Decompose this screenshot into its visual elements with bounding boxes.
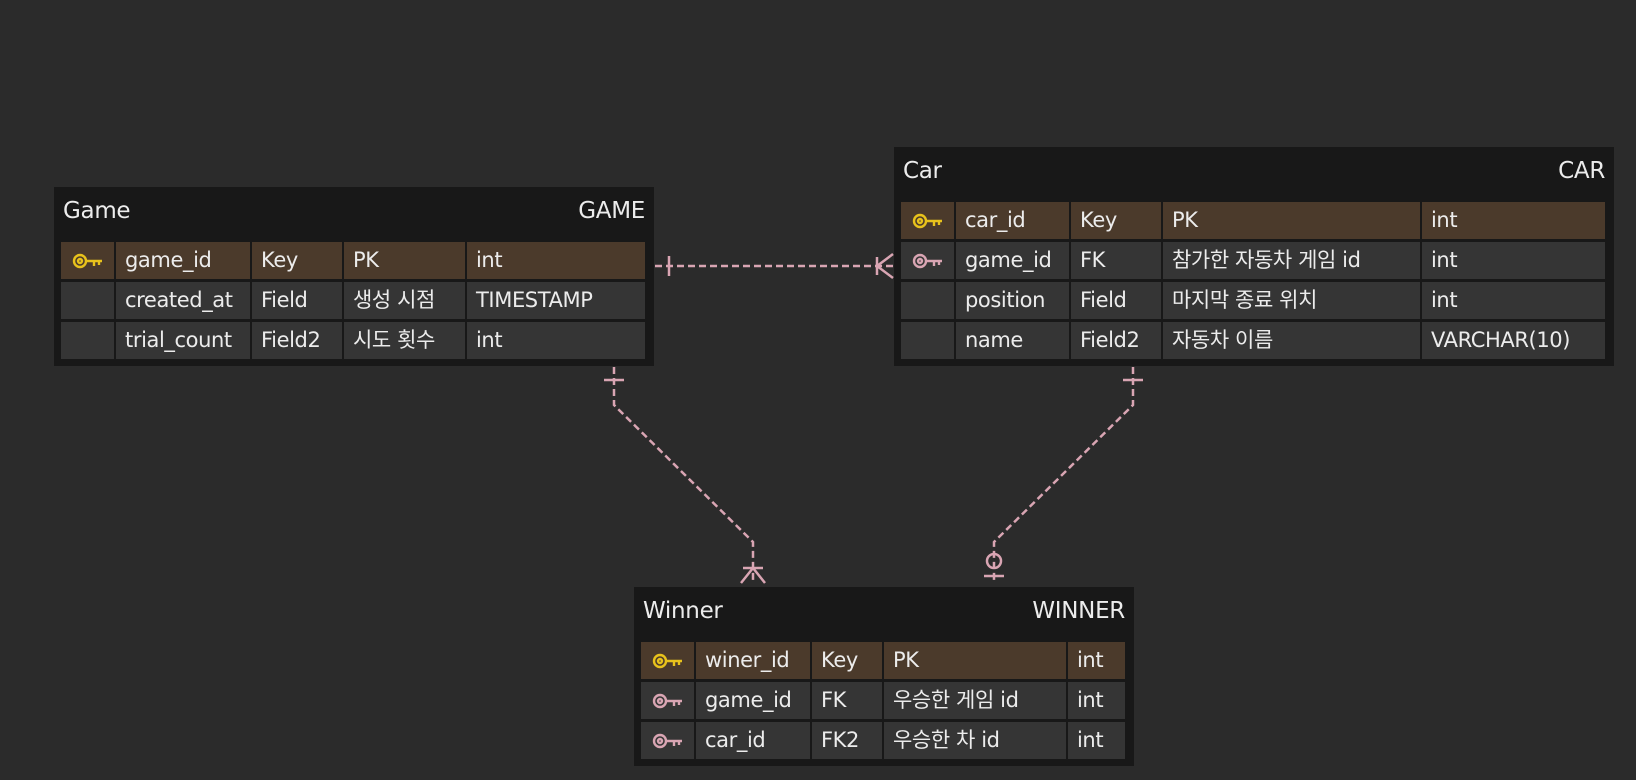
column-type: VARCHAR(10) <box>1422 322 1605 359</box>
key-type: Field2 <box>252 322 342 359</box>
row-icon-cell <box>901 242 954 279</box>
row-icon-cell <box>61 282 114 319</box>
column-name: game_id <box>956 242 1069 279</box>
column-comment: 우승한 게임 id <box>884 682 1066 719</box>
foreign-key-icon <box>911 251 945 271</box>
row-icon-cell <box>61 322 114 359</box>
relationship-car-winner-zero-mark <box>985 552 1003 570</box>
column-comment: PK <box>1163 202 1420 239</box>
column-type: int <box>1422 282 1605 319</box>
key-type: FK <box>1071 242 1161 279</box>
relationship-game-car-crowfoot <box>874 253 894 279</box>
column-name: game_id <box>696 682 810 719</box>
column-name: car_id <box>696 722 810 759</box>
row-icon-cell <box>901 322 954 359</box>
entity-table-name: GAME <box>578 198 645 224</box>
column-type: TIMESTAMP <box>467 282 645 319</box>
entity-title: Game <box>63 198 131 224</box>
key-type: Key <box>1071 202 1161 239</box>
key-type: Field2 <box>1071 322 1161 359</box>
column-type: int <box>1422 242 1605 279</box>
row-icon-cell <box>901 282 954 319</box>
column-name: position <box>956 282 1069 319</box>
column-name: winer_id <box>696 642 810 679</box>
entity-car-header[interactable]: Car CAR <box>894 147 1614 195</box>
entity-table-name: WINNER <box>1032 598 1125 624</box>
primary-key-icon <box>71 251 105 271</box>
key-type: Key <box>252 242 342 279</box>
entity-title: Winner <box>643 598 723 624</box>
column-type: int <box>1068 682 1125 719</box>
key-type: Field <box>252 282 342 319</box>
key-type: FK2 <box>812 722 882 759</box>
key-type: Field <box>1071 282 1161 319</box>
column-name: car_id <box>956 202 1069 239</box>
column-comment: PK <box>884 642 1066 679</box>
primary-key-icon <box>911 211 945 231</box>
foreign-key-icon <box>651 691 685 711</box>
column-comment: PK <box>344 242 465 279</box>
column-name: name <box>956 322 1069 359</box>
key-type: Key <box>812 642 882 679</box>
row-icon-cell <box>641 642 694 679</box>
column-type: int <box>467 322 645 359</box>
entity-table-name: CAR <box>1558 158 1605 184</box>
column-comment: 시도 횟수 <box>344 322 465 359</box>
column-comment: 참가한 자동차 게임 id <box>1163 242 1420 279</box>
column-name: game_id <box>116 242 250 279</box>
relationship-game-winner-crowfoot <box>740 565 766 584</box>
column-comment: 우승한 차 id <box>884 722 1066 759</box>
relationship-car-winner <box>992 367 1135 583</box>
row-icon-cell <box>641 722 694 759</box>
entity-title: Car <box>903 158 942 184</box>
row-icon-cell <box>641 682 694 719</box>
row-icon-cell <box>901 202 954 239</box>
column-comment: 마지막 종료 위치 <box>1163 282 1420 319</box>
entity-winner-header[interactable]: Winner WINNER <box>634 587 1134 635</box>
entity-game-header[interactable]: Game GAME <box>54 187 654 235</box>
column-comment: 생성 시점 <box>344 282 465 319</box>
column-name: created_at <box>116 282 250 319</box>
row-icon-cell <box>61 242 114 279</box>
column-type: int <box>467 242 645 279</box>
foreign-key-icon <box>651 731 685 751</box>
primary-key-icon <box>651 651 685 671</box>
column-name: trial_count <box>116 322 250 359</box>
key-type: FK <box>812 682 882 719</box>
relationship-game-winner <box>612 367 755 583</box>
column-comment: 자동차 이름 <box>1163 322 1420 359</box>
column-type: int <box>1068 642 1125 679</box>
column-type: int <box>1422 202 1605 239</box>
column-type: int <box>1068 722 1125 759</box>
